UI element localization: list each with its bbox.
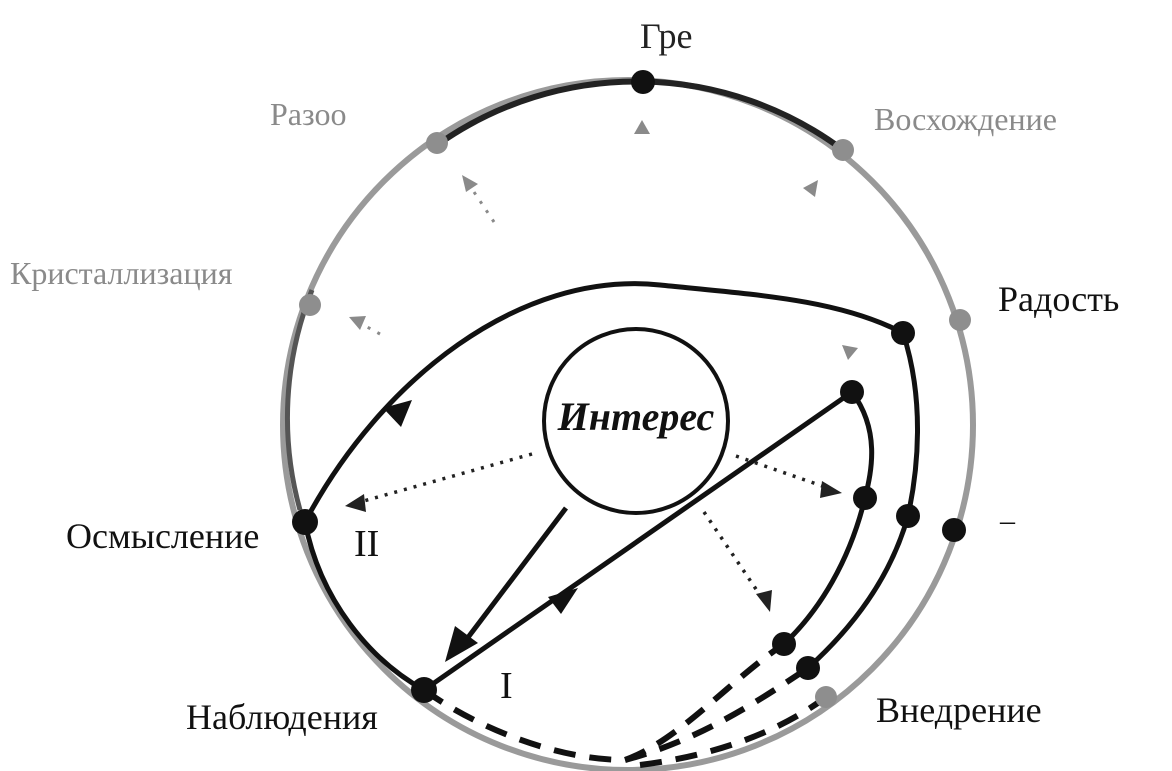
label-top-right: Восхождение xyxy=(874,101,1057,137)
center-circle xyxy=(542,327,730,515)
dotted-arrow-to-right-node xyxy=(735,454,829,490)
node-grey-left xyxy=(299,294,321,316)
arrow-interes-to-nablyudeniya xyxy=(458,506,568,650)
center-label: Интерес xyxy=(557,394,715,439)
node-grey-bottom-right xyxy=(815,686,837,708)
node-grey-top-right xyxy=(832,139,854,161)
arrowhead-up-right xyxy=(548,588,578,614)
line-to-radost-node xyxy=(422,389,854,693)
label-bottom-left: Наблюдения xyxy=(186,697,378,737)
arrowhead-up-arc xyxy=(383,400,412,427)
loop-left-arc-down xyxy=(302,521,426,693)
faded-arrowhead-top xyxy=(634,120,650,134)
dotted-arrowhead-down xyxy=(756,590,772,612)
node-nablyudeniya xyxy=(411,677,437,703)
outer-ring-left-segment xyxy=(284,289,315,511)
node-top xyxy=(631,70,655,94)
node-grey-top-left xyxy=(426,132,448,154)
label-top-left: Разоо xyxy=(270,96,346,132)
dotted-arrow-to-osmyslenie xyxy=(359,452,533,504)
loop-marker-second: II xyxy=(354,523,379,565)
faded-dotted-arrow-left xyxy=(357,320,381,336)
faded-arrowhead-top-right xyxy=(803,180,818,197)
node-grey-right xyxy=(949,309,971,331)
node-right-top xyxy=(891,321,915,345)
faded-arrowhead-right xyxy=(842,345,858,360)
node-right-dash xyxy=(942,518,966,542)
loop-marker-first: I xyxy=(500,665,513,707)
dotted-arrow-to-vnedrenie xyxy=(702,511,764,599)
node-right-inner-top xyxy=(840,380,864,404)
loop-outer-arc xyxy=(302,281,905,524)
dashed-bottom-3 xyxy=(639,697,824,768)
node-right-inner-mid xyxy=(853,486,877,510)
node-bottom-inner xyxy=(772,632,796,656)
dotted-arrowhead-right xyxy=(820,481,842,498)
node-right-outer-mid xyxy=(896,504,920,528)
label-top: Гре xyxy=(640,16,693,56)
faded-arrowhead-left xyxy=(349,316,366,330)
arrowhead-down-left xyxy=(445,626,478,662)
faded-arrowhead-top-left xyxy=(462,175,478,192)
label-left-upper: Кристаллизация xyxy=(10,255,233,291)
label-right-dash: – xyxy=(999,504,1016,537)
label-right-upper: Радость xyxy=(998,279,1119,319)
dotted-arrowhead-left xyxy=(345,494,366,512)
node-osmyslenie xyxy=(292,509,318,535)
label-bottom-right: Внедрение xyxy=(876,690,1042,730)
faded-dotted-arrow-top-left xyxy=(468,185,496,223)
dashed-bottom-2 xyxy=(624,665,810,763)
label-left: Осмысление xyxy=(66,516,259,556)
node-bottom-outer xyxy=(796,656,820,680)
